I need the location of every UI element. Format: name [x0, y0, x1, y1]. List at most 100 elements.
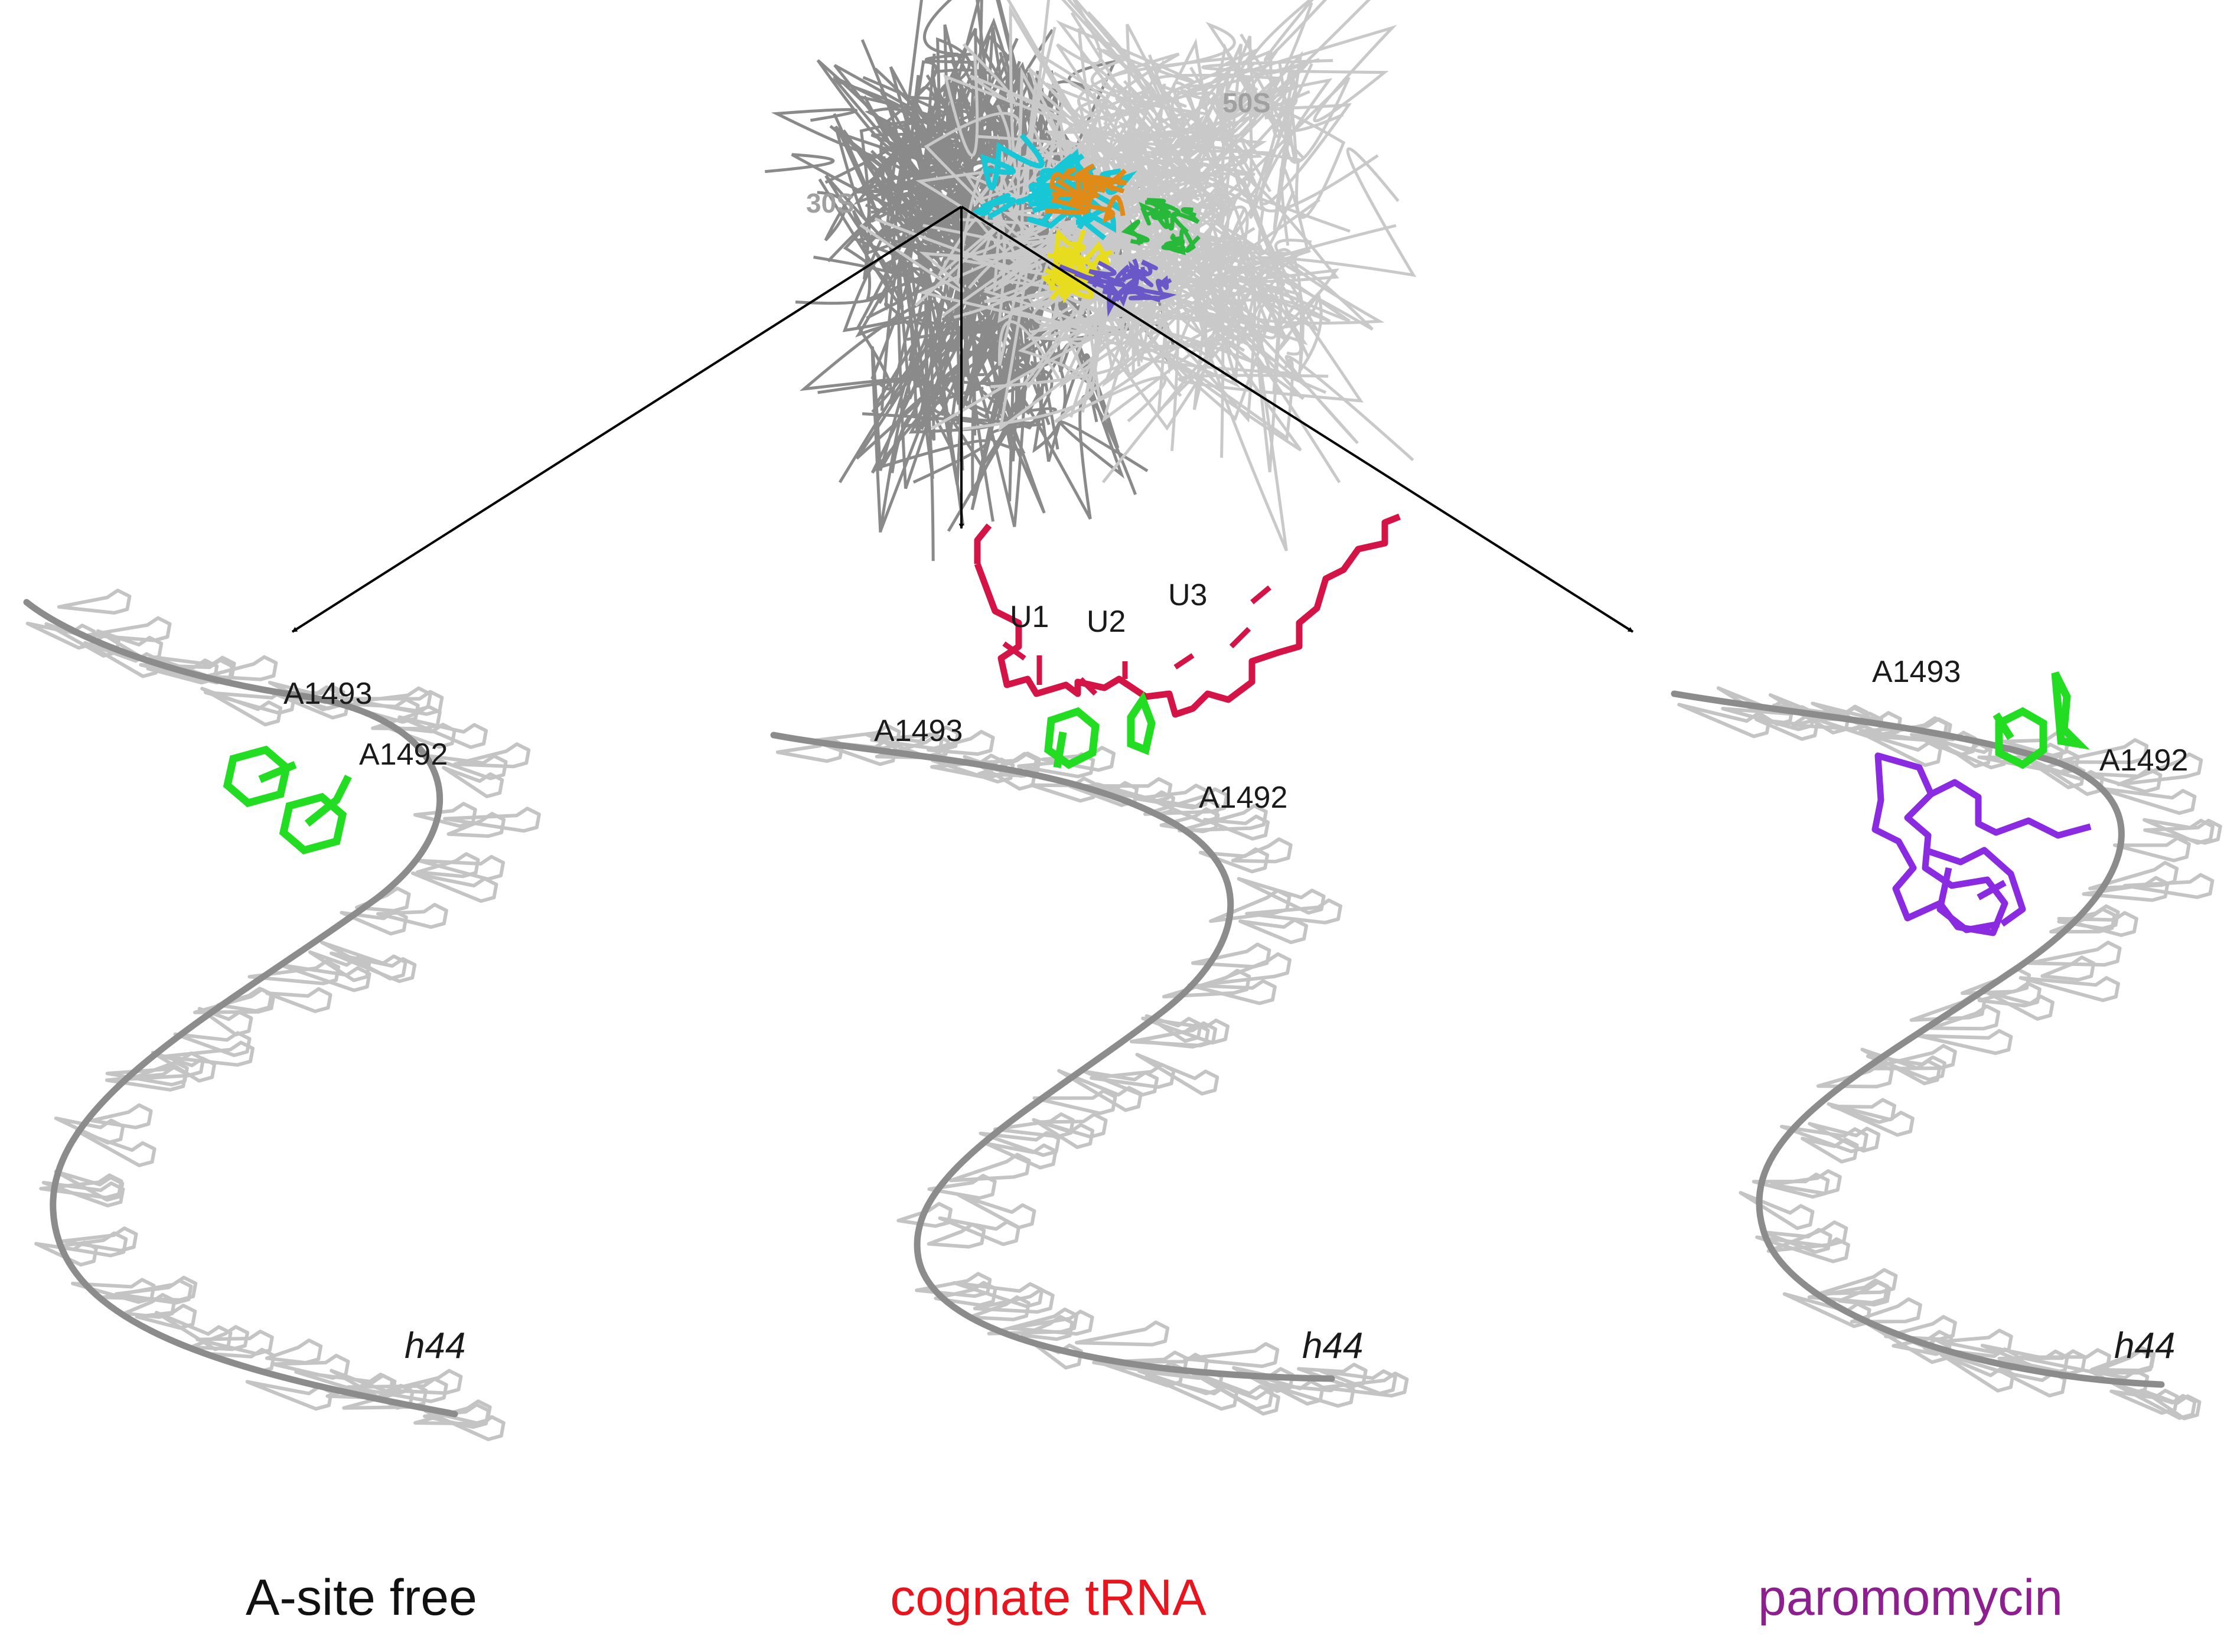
nucleotide-cognate	[984, 1141, 1058, 1170]
nucleotide-cognate	[1231, 837, 1293, 864]
nucleotide-free	[39, 1173, 123, 1200]
trna-strand-blue	[1156, 275, 1172, 297]
nucleotide-cognate	[1237, 877, 1326, 915]
nucleotide-paromomycin	[1791, 704, 1869, 731]
nucleotide-cognate	[1038, 1112, 1108, 1139]
trna-strand-blue	[1136, 259, 1158, 288]
label-a1493-free: A1493	[283, 677, 372, 711]
trna-anticodon-stem	[974, 513, 1401, 718]
nucleotide-free	[397, 715, 488, 749]
trna-strand-green	[1161, 233, 1186, 251]
nucleotide-free	[413, 802, 477, 828]
trna-strand-yellow	[1052, 228, 1086, 273]
nucleotide-paromomycin	[2082, 876, 2170, 902]
rrna-strand-50s	[1070, 12, 1257, 187]
label-u1: U1	[1010, 600, 1049, 634]
label-u3: U3	[1168, 578, 1207, 612]
nucleotide-free	[75, 1129, 156, 1167]
label-h44-free: h44	[405, 1325, 465, 1366]
nucleotide-free	[443, 807, 541, 833]
nucleotide-free	[160, 1040, 255, 1067]
helix-h44-free	[23, 589, 541, 1441]
nucleotide-cognate	[1203, 814, 1270, 841]
panel-paromomycin: A1493 A1492 h44 paromomycin	[1671, 655, 2222, 1626]
label-50s: 50S	[1222, 87, 1271, 118]
nucleotide-free	[371, 704, 442, 731]
nucleotide-paromomycin	[1916, 1029, 2013, 1055]
nucleotides-cognate	[775, 724, 1409, 1416]
nucleotide-free	[446, 812, 506, 838]
nucleotide-cognate	[1020, 1315, 1074, 1341]
trna-strand-blue	[1087, 272, 1120, 298]
nucleotide-cognate	[1199, 1376, 1280, 1416]
nucleotide-cognate	[927, 1222, 986, 1249]
nucleotide-free	[123, 1292, 177, 1319]
nucleotide-free	[61, 1226, 138, 1253]
trna-strand-blue	[1059, 260, 1126, 288]
label-u2: U2	[1087, 605, 1126, 639]
nucleotide-cognate	[1135, 1053, 1219, 1096]
nucleotide-cognate	[915, 1272, 992, 1298]
nucleotide-paromomycin	[2143, 818, 2222, 845]
nucleotide-paromomycin	[1977, 981, 2042, 1008]
nucleotide-cognate	[1297, 1363, 1368, 1389]
trna-strand-yellow	[1070, 257, 1099, 299]
ribosome-decoding-site	[972, 133, 1201, 317]
nucleotide-paromomycin	[1827, 1102, 1915, 1137]
label-a1492-cognate: A1492	[1199, 781, 1287, 815]
trna-strand-cyan	[972, 192, 1016, 220]
nucleotide-cognate	[1209, 889, 1292, 923]
flipped-bases-free	[223, 745, 352, 855]
nucleotide-cognate	[938, 1216, 1020, 1246]
rrna-strand-50s	[1077, 28, 1231, 151]
nucleotide-cognate	[1075, 1320, 1170, 1347]
nucleotide-paromomycin	[1755, 1235, 1850, 1264]
trna-strand-orange	[1084, 191, 1126, 223]
nucleotide-free	[204, 655, 278, 681]
nucleotide-cognate	[1090, 1063, 1176, 1089]
nucleotide-cognate	[1238, 918, 1309, 945]
rrna-strand-50s	[1177, 112, 1320, 286]
nucleotide-cognate	[967, 1295, 1031, 1321]
label-a1492-free: A1492	[359, 737, 448, 772]
nucleotide-free	[71, 1278, 156, 1304]
label-30s: 30S	[806, 188, 855, 218]
paromomycin-molecule	[1871, 752, 2092, 936]
nucleotide-free	[86, 616, 172, 642]
nucleotide-cognate	[1320, 1372, 1409, 1398]
nucleotide-free	[376, 903, 448, 929]
rrna-strand-50s	[1164, 48, 1257, 134]
rrna-strand-30s	[827, 192, 915, 391]
nucleotide-free	[90, 1103, 153, 1129]
nucleotide-paromomycin	[1780, 1125, 1868, 1154]
nucleotide-free	[245, 1380, 333, 1411]
nucleotide-paromomycin	[1884, 1315, 1957, 1341]
rrna-strand-50s	[1148, 231, 1244, 415]
panel-cognate-trna: U1 U2 U3 A1493 A1492 h44 cognate tRNA	[770, 513, 1409, 1626]
nucleotide-cognate	[1032, 1089, 1117, 1115]
caption-paromomycin: paromomycin	[1758, 1569, 2063, 1626]
helix-h44-cognate	[770, 724, 1409, 1416]
nucleotide-paromomycin	[1816, 1062, 1894, 1089]
nucleotide-free	[453, 742, 531, 769]
nucleotide-paromomycin	[1864, 1044, 1957, 1070]
nucleotide-paromomycin	[1769, 1169, 1842, 1196]
nucleotide-cognate	[1009, 1310, 1094, 1336]
arrow-to-paromomycin	[960, 205, 1634, 633]
nucleotide-free	[330, 951, 417, 983]
nucleotide-cognate	[1265, 1382, 1355, 1408]
nucleotide-paromomycin	[2057, 911, 2138, 937]
trna-strand-cyan	[980, 133, 1045, 191]
nucleotide-cognate	[1198, 847, 1270, 874]
arrow-to-free	[291, 205, 963, 633]
nucleotide-cognate	[993, 1112, 1075, 1138]
nucleotide-free	[195, 1330, 274, 1356]
nucleotide-cognate	[1057, 1069, 1143, 1112]
trna-strand-green	[1121, 219, 1150, 245]
nucleotide-free	[173, 1031, 252, 1057]
label-a1492-paromomycin: A1492	[2099, 743, 2188, 778]
nucleotide-paromomycin	[2054, 738, 2149, 765]
rrna-strand-30s	[885, 66, 986, 256]
nucleotide-cognate	[1178, 804, 1268, 832]
nucleotide-cognate	[1245, 898, 1342, 925]
